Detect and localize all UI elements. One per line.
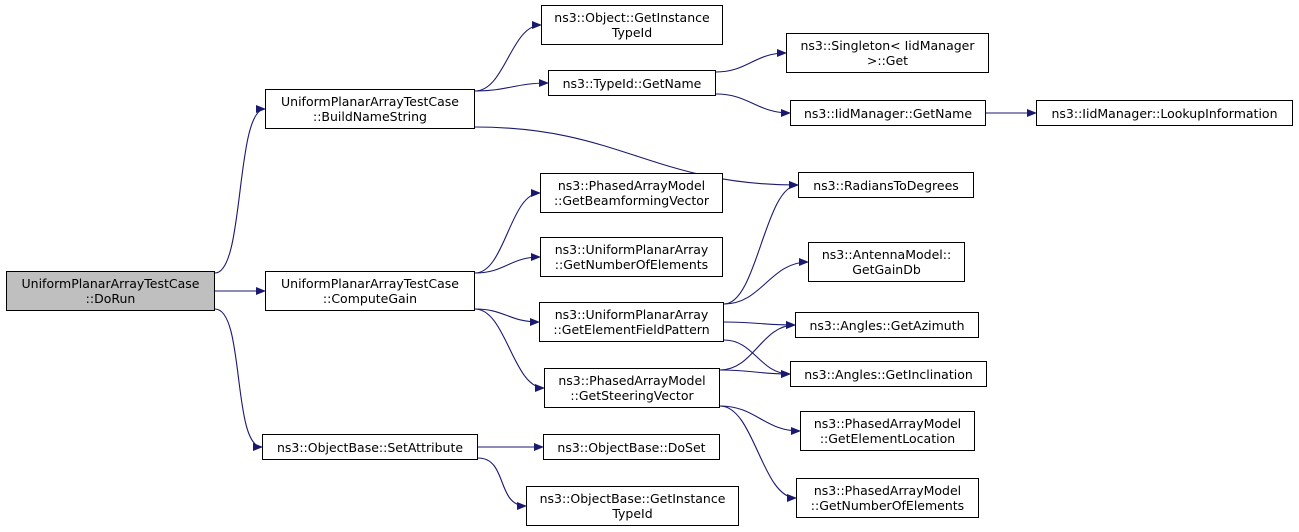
- node-pam-get-element-location-line-1: ns3::PhasedArrayModel: [813, 416, 962, 431]
- node-build-name-string[interactable]: UniformPlanarArrayTestCase ::BuildNameSt…: [265, 89, 475, 129]
- node-objectbase-doset[interactable]: ns3::ObjectBase::DoSet: [543, 434, 720, 460]
- node-iidmanager-lookup-information-line-1: ns3::IidManager::LookupInformation: [1051, 105, 1278, 121]
- node-pam-get-element-location[interactable]: ns3::PhasedArrayModel ::GetElementLocati…: [800, 411, 975, 451]
- node-get-steering-vector-line-2: ::GetSteeringVector: [570, 388, 694, 403]
- node-compute-gain-line-1: UniformPlanarArrayTestCase: [281, 276, 459, 291]
- node-singleton-iidmanager-get[interactable]: ns3::Singleton< IidManager >::Get: [786, 33, 989, 73]
- edge-set_attribute-to-objectbase_get_instance_typeid: [477, 457, 527, 510]
- node-build-name-string-line-2: ::BuildNameString: [313, 109, 427, 124]
- edge-get_steering_vector-to-pam_get_number_of_elements: [719, 405, 797, 502]
- node-antenna-get-gain-db-line-2: GetGainDb: [852, 262, 921, 277]
- node-objectbase-get-instance-typeid-line-1: ns3::ObjectBase::GetInstance: [539, 491, 726, 506]
- node-radians-to-degrees[interactable]: ns3::RadiansToDegrees: [798, 172, 974, 198]
- edge-upa_get_element_field_pattern-to-radians_to_degrees: [723, 181, 799, 305]
- node-upa-get-element-field-pattern[interactable]: ns3::UniformPlanarArray ::GetElementFiel…: [539, 302, 724, 342]
- edge-build_name-to-object_get_instance_typeid: [474, 21, 542, 92]
- node-objectbase-set-attribute[interactable]: ns3::ObjectBase::SetAttribute: [262, 434, 478, 460]
- node-pam-get-number-of-elements-line-1: ns3::PhasedArrayModel: [813, 483, 962, 498]
- node-upa-get-number-of-elements-line-2: ::GetNumberOfElements: [554, 257, 709, 272]
- node-upa-get-element-field-pattern-line-1: ns3::UniformPlanarArray: [554, 307, 709, 322]
- node-upa-get-number-of-elements-line-1: ns3::UniformPlanarArray: [554, 242, 709, 257]
- edge-upa_get_element_field_pattern-to-angles_get_azimuth: [723, 320, 796, 329]
- node-object-get-instance-typeid-line-2: TypeId: [611, 25, 653, 40]
- node-get-beamforming-vector-line-1: ns3::PhasedArrayModel: [557, 178, 706, 193]
- node-upa-get-number-of-elements[interactable]: ns3::UniformPlanarArray ::GetNumberOfEle…: [540, 237, 723, 277]
- node-get-steering-vector[interactable]: ns3::PhasedArrayModel ::GetSteeringVecto…: [544, 368, 720, 408]
- node-dorun[interactable]: UniformPlanarArrayTestCase ::DoRun: [6, 271, 215, 311]
- edge-build_name-to-typeid_getname: [474, 79, 549, 92]
- node-pam-get-element-location-line-2: ::GetElementLocation: [819, 431, 956, 446]
- node-compute-gain[interactable]: UniformPlanarArrayTestCase ::ComputeGain: [265, 271, 475, 311]
- edge-dorun-to-set_attribute: [214, 308, 263, 451]
- node-iidmanager-getname-line-1: ns3::IidManager::GetName: [803, 105, 973, 121]
- node-dorun-line-1: UniformPlanarArrayTestCase: [21, 276, 200, 291]
- node-angles-get-azimuth-line-1: ns3::Angles::GetAzimuth: [809, 317, 965, 333]
- edge-build_name-to-radians_to_degrees: [474, 126, 799, 189]
- node-objectbase-get-instance-typeid[interactable]: ns3::ObjectBase::GetInstance TypeId: [526, 486, 739, 526]
- node-upa-get-element-field-pattern-line-2: ::GetElementFieldPattern: [553, 322, 710, 337]
- edge-upa_get_element_field_pattern-to-antenna_get_gain_db: [723, 258, 809, 305]
- node-object-get-instance-typeid[interactable]: ns3::Object::GetInstance TypeId: [541, 5, 723, 45]
- node-typeid-getname-line-1: ns3::TypeId::GetName: [562, 75, 702, 91]
- node-singleton-iidmanager-get-line-1: ns3::Singleton< IidManager: [800, 38, 975, 53]
- edge-compute_gain-to-upa_get_number_of_elements: [474, 253, 541, 274]
- node-radians-to-degrees-line-1: ns3::RadiansToDegrees: [813, 177, 959, 193]
- node-pam-get-number-of-elements-line-2: ::GetNumberOfElements: [810, 498, 965, 513]
- node-get-beamforming-vector[interactable]: ns3::PhasedArrayModel ::GetBeamformingVe…: [540, 173, 723, 213]
- node-build-name-string-line-1: UniformPlanarArrayTestCase: [281, 94, 459, 109]
- node-angles-get-azimuth[interactable]: ns3::Angles::GetAzimuth: [795, 312, 979, 338]
- node-typeid-getname[interactable]: ns3::TypeId::GetName: [548, 70, 716, 96]
- edge-upa_get_element_field_pattern-to-angles_get_inclination: [723, 339, 791, 378]
- node-object-get-instance-typeid-line-1: ns3::Object::GetInstance: [554, 10, 710, 25]
- node-antenna-get-gain-db-line-1: ns3::AntennaModel::: [821, 247, 952, 262]
- node-objectbase-doset-line-1: ns3::ObjectBase::DoSet: [557, 439, 706, 455]
- node-singleton-iidmanager-get-line-2: >::Get: [866, 53, 909, 68]
- node-pam-get-number-of-elements[interactable]: ns3::PhasedArrayModel ::GetNumberOfEleme…: [796, 478, 979, 518]
- node-iidmanager-lookup-information[interactable]: ns3::IidManager::LookupInformation: [1036, 100, 1293, 126]
- node-get-beamforming-vector-line-2: ::GetBeamformingVector: [553, 193, 710, 208]
- node-antenna-get-gain-db[interactable]: ns3::AntennaModel:: GetGainDb: [808, 242, 965, 282]
- node-iidmanager-getname[interactable]: ns3::IidManager::GetName: [790, 100, 986, 126]
- edge-typeid_getname-to-iidmanager_getname: [715, 93, 791, 117]
- edge-dorun-to-build_name: [214, 105, 266, 274]
- node-angles-get-inclination[interactable]: ns3::Angles::GetInclination: [790, 361, 987, 387]
- edge-compute_gain-to-upa_get_element_field_pattern: [474, 308, 540, 326]
- node-objectbase-set-attribute-line-1: ns3::ObjectBase::SetAttribute: [276, 439, 464, 455]
- edge-get_steering_vector-to-pam_get_element_location: [719, 405, 801, 435]
- edge-compute_gain-to-get_steering_vector: [474, 308, 545, 392]
- edge-compute_gain-to-get_beamforming_vector: [474, 189, 541, 274]
- edge-get_steering_vector-to-angles_get_inclination: [719, 369, 791, 378]
- edge-typeid_getname-to-singleton_get: [715, 49, 787, 73]
- node-get-steering-vector-line-1: ns3::PhasedArrayModel: [558, 373, 706, 388]
- edge-get_steering_vector-to-angles_get_azimuth: [719, 321, 796, 371]
- node-compute-gain-line-2: ::ComputeGain: [322, 291, 418, 306]
- node-objectbase-get-instance-typeid-line-2: TypeId: [612, 506, 653, 521]
- node-dorun-line-2: ::DoRun: [85, 291, 136, 306]
- node-angles-get-inclination-line-1: ns3::Angles::GetInclination: [804, 366, 973, 382]
